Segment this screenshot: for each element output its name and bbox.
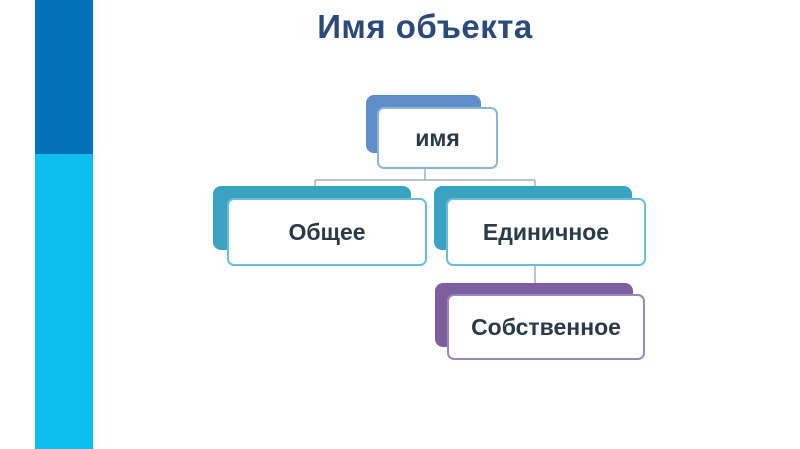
proper-node-label: Собственное [471, 313, 621, 340]
sidebar-light-block [35, 154, 93, 449]
root-node: имя [377, 107, 498, 169]
unique-node-label: Единичное [482, 218, 610, 245]
general-node: Общее [227, 198, 427, 266]
unique-node: Единичное [446, 198, 646, 266]
slide-title: Имя объекта [317, 8, 533, 45]
general-node-label: Общее [288, 218, 366, 245]
proper-node: Собственное [447, 294, 645, 360]
sidebar-dark-block [35, 0, 93, 154]
root-node-label: имя [415, 124, 460, 151]
